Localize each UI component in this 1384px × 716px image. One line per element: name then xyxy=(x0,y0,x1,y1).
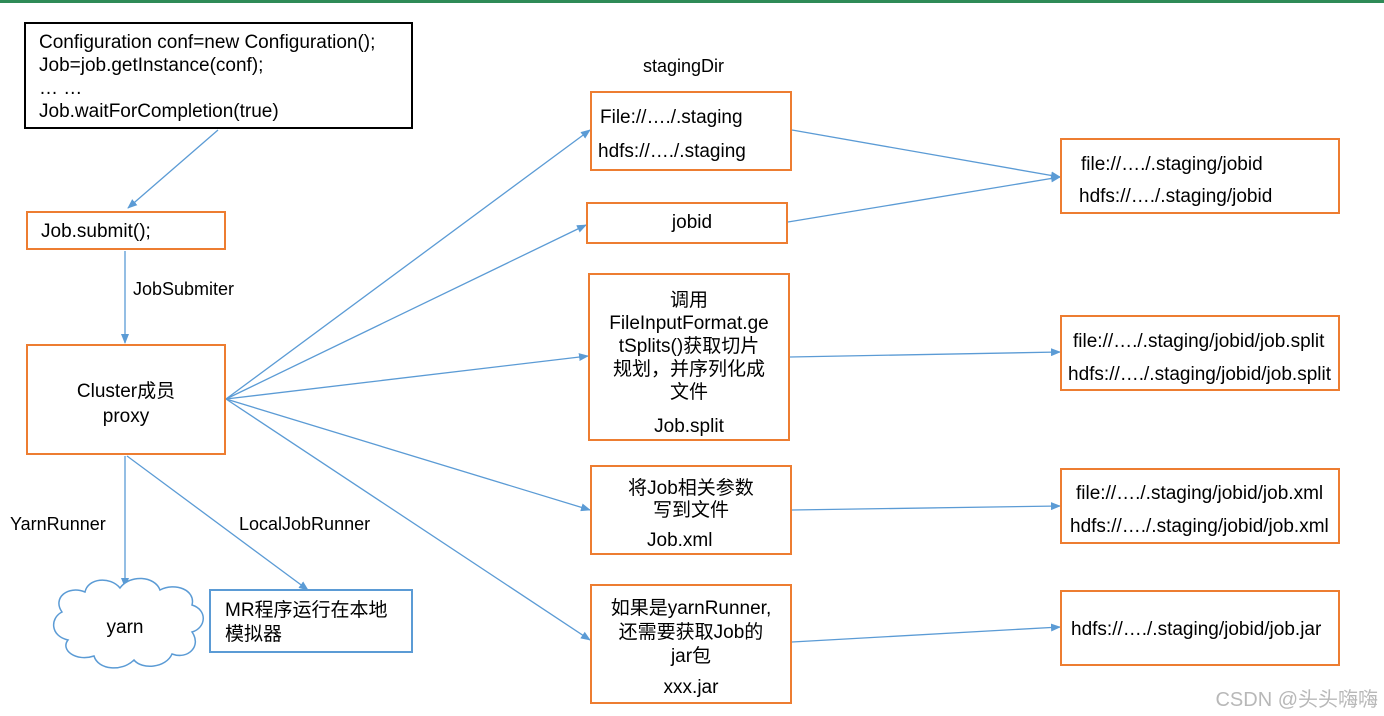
local-simulator-box: MR程序运行在本地 模拟器 xyxy=(209,589,413,653)
arrow-jobid-to-out xyxy=(787,174,1061,223)
code-line-1: Configuration conf=new Configuration(); xyxy=(39,32,376,53)
arrow-jar-to-out xyxy=(791,623,1061,643)
out-split-line-1: file://…./.staging/jobid/job.split xyxy=(1073,331,1325,352)
split-line-4: 规划，并序列化成 xyxy=(612,359,765,380)
code-box: Configuration conf=new Configuration(); … xyxy=(24,22,413,129)
jobid-box: jobid xyxy=(586,202,788,244)
jar-line-4: xxx.jar xyxy=(663,677,719,698)
jar-line-2: 还需要获取Job的 xyxy=(618,622,764,643)
cluster-line-2: proxy xyxy=(102,406,150,427)
arrow-cluster-to-staging xyxy=(225,129,591,400)
cluster-line-1: Cluster成员 xyxy=(76,381,176,402)
xml-box: 将Job相关参数 写到文件 Job.xml xyxy=(590,465,792,555)
code-line-3: … … xyxy=(39,78,83,99)
out-jobid-line-1: file://…./.staging/jobid xyxy=(1081,154,1263,175)
arrow-cluster-to-split xyxy=(225,353,589,400)
staging-dir-label: stagingDir xyxy=(643,56,725,76)
split-line-3: tSplits()获取切片 xyxy=(618,336,760,357)
arrow-staging-to-out xyxy=(791,129,1061,180)
jobsubmiter-label: JobSubmiter xyxy=(133,279,235,299)
arrow-cluster-to-jobid xyxy=(225,224,587,400)
arrow-split-to-out xyxy=(789,348,1061,358)
out-xml-box: file://…./.staging/jobid/job.xml hdfs://… xyxy=(1060,468,1340,544)
staging-box: File://…./.staging hdfs://…./.staging xyxy=(590,91,792,171)
out-jobid-box: file://…./.staging/jobid hdfs://…./.stag… xyxy=(1060,138,1340,214)
xml-line-3: Job.xml xyxy=(647,530,713,551)
split-line-1: 调用 xyxy=(669,290,708,311)
xml-line-1: 将Job相关参数 xyxy=(628,478,754,499)
local-line-2: 模拟器 xyxy=(225,624,283,645)
out-xml-line-2: hdfs://…./.staging/jobid/job.xml xyxy=(1070,516,1329,537)
arrow-cluster-to-xml xyxy=(225,398,591,512)
local-line-1: MR程序运行在本地 xyxy=(225,600,388,621)
out-jar-box: hdfs://…./.staging/jobid/job.jar xyxy=(1060,590,1340,666)
watermark: CSDN @头头嗨嗨 xyxy=(1215,689,1378,711)
submit-box: Job.submit(); xyxy=(26,211,226,250)
arrow-cluster-to-local xyxy=(126,455,309,591)
jar-line-1: 如果是yarnRunner, xyxy=(610,598,772,619)
staging-line-2: hdfs://…./.staging xyxy=(598,141,746,162)
cluster-box: Cluster成员 proxy xyxy=(26,344,226,455)
out-split-box: file://…./.staging/jobid/job.split hdfs:… xyxy=(1060,315,1340,391)
jar-line-3: jar包 xyxy=(670,646,712,667)
yarnrunner-label: YarnRunner xyxy=(10,514,106,534)
out-split-line-2: hdfs://…./.staging/jobid/job.split xyxy=(1068,364,1331,385)
arrow-code-to-submit xyxy=(127,129,219,209)
yarn-label: yarn xyxy=(106,617,144,638)
jar-box: 如果是yarnRunner, 还需要获取Job的 jar包 xxx.jar xyxy=(590,584,792,704)
out-xml-line-1: file://…./.staging/jobid/job.xml xyxy=(1076,483,1324,504)
code-line-4: Job.waitForCompletion(true) xyxy=(39,101,279,122)
out-jar-line-1: hdfs://…./.staging/jobid/job.jar xyxy=(1071,619,1322,640)
arrow-cluster-to-jar xyxy=(225,398,591,641)
jobid-label: jobid xyxy=(671,212,713,233)
staging-line-1: File://…./.staging xyxy=(600,107,743,128)
split-line-6: Job.split xyxy=(654,416,724,437)
localjobrunner-label: LocalJobRunner xyxy=(239,514,371,534)
arrow-xml-to-out xyxy=(791,502,1061,511)
split-box: 调用 FileInputFormat.ge tSplits()获取切片 规划，并… xyxy=(588,273,790,441)
split-line-2: FileInputFormat.ge xyxy=(609,313,769,334)
xml-line-2: 写到文件 xyxy=(652,500,729,521)
yarn-cloud-shape xyxy=(53,577,204,669)
submit-label: Job.submit(); xyxy=(41,221,151,242)
split-line-5: 文件 xyxy=(669,382,708,403)
code-line-2: Job=job.getInstance(conf); xyxy=(39,55,264,76)
out-jobid-line-2: hdfs://…./.staging/jobid xyxy=(1079,186,1273,207)
top-accent-bar xyxy=(0,0,1384,3)
